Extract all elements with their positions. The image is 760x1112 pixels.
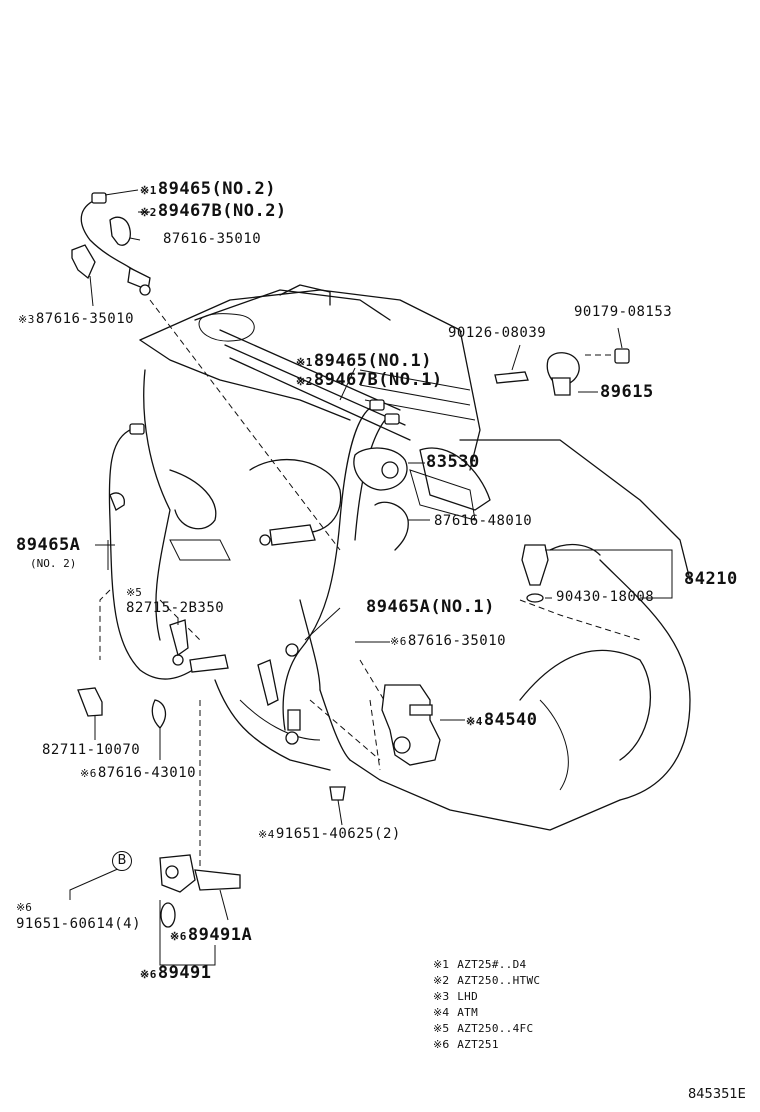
dashed-leaders: [99, 299, 641, 880]
engine-block: [139, 284, 691, 831]
oil-pressure-switch: [521, 544, 549, 603]
label-89615: 89615: [600, 382, 654, 402]
label-89465a-no1: 89465A(NO.1): [366, 597, 495, 617]
label-87616-35010-upper: 87616-35010: [163, 231, 262, 247]
label-87616-48010: 87616-48010: [434, 513, 533, 529]
label-91651-60614-mark: ※6: [16, 901, 32, 914]
leader-lines: [69, 189, 673, 966]
label-89491a: ※689491A: [170, 925, 253, 945]
label-82711-10070: 82711-10070: [42, 742, 141, 758]
label-89465-no1: ※189465(NO.1): [296, 351, 432, 371]
crank-position-sensor: [494, 348, 630, 396]
label-91651-60614: 91651-60614(4): [16, 916, 142, 932]
label-87616-43010: ※687616-43010: [80, 765, 197, 781]
cam-position-sensor: [159, 854, 241, 928]
label-89465a-no2: 89465A: [16, 535, 81, 555]
label-84210: 84210: [684, 569, 738, 589]
label-90430-18008: 90430-18008: [556, 589, 655, 605]
label-89465-no2: ※189465(NO.2): [140, 179, 276, 199]
label-91651-40625: ※491651-40625(2): [258, 826, 401, 842]
figure-id: 845351E: [688, 1087, 746, 1102]
label-84540: ※484540: [466, 710, 538, 730]
label-89467b-no2: ※289467B(NO.2): [140, 201, 287, 221]
oxygen-sensor-no2-upper: [80, 192, 151, 296]
sensor-clamp-lhd: [71, 244, 96, 280]
label-87616-35010-mid: ※687616-35010: [390, 633, 507, 649]
label-82715-mark: ※5: [126, 586, 142, 599]
label-87616-35010-lhd: ※387616-35010: [18, 311, 135, 327]
knock-sensor: [353, 447, 408, 491]
callout-b: B: [112, 851, 132, 871]
oxygen-sensor-no2-lower: [108, 423, 229, 680]
label-90126-08039: 90126-08039: [448, 325, 547, 341]
label-89491: ※689491: [140, 963, 212, 983]
label-89465a-no2-sub: (NO. 2): [30, 557, 77, 570]
label-82715-2b350: 82715-2B350: [126, 600, 225, 616]
label-90179-08153: 90179-08153: [574, 304, 673, 320]
label-83530: 83530: [426, 452, 480, 472]
vacuum-switching-valve: [329, 684, 441, 801]
label-89467b-no1: ※289467B(NO.1): [296, 370, 443, 390]
